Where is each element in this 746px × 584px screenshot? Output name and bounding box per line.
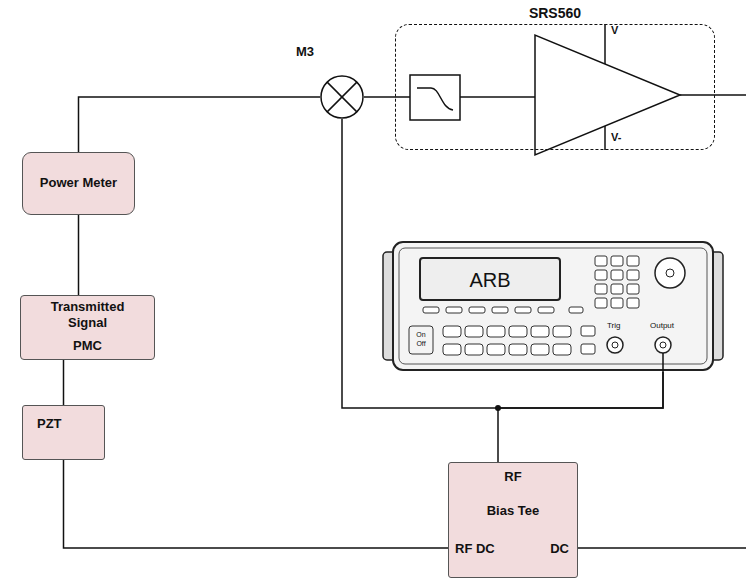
mixer-cross xyxy=(327,82,357,112)
jack-center xyxy=(660,342,666,348)
supply-wire xyxy=(604,24,606,64)
amplifier-symbol xyxy=(535,35,680,155)
trig-jack xyxy=(607,337,623,353)
wire-connector xyxy=(342,119,663,408)
filter-symbol xyxy=(410,75,460,120)
jack-label: Trig xyxy=(607,321,620,331)
box-label: PMC xyxy=(73,338,102,354)
signal-wire xyxy=(460,96,535,98)
supply-label: V- xyxy=(611,131,621,144)
amplifier-unit: SRS560 xyxy=(395,24,715,150)
wire-connector xyxy=(63,360,65,405)
filter-curve xyxy=(417,88,453,110)
wire-connector xyxy=(498,372,663,462)
screen-text: ARB xyxy=(420,268,560,293)
supply-wire xyxy=(604,126,606,150)
unit-title: SRS560 xyxy=(396,5,714,23)
mixer-label: M3 xyxy=(296,44,314,60)
wire-connector xyxy=(79,97,321,152)
bezel xyxy=(399,248,707,364)
function-keys xyxy=(443,326,595,355)
dc-wire xyxy=(578,547,746,549)
wire-connector xyxy=(364,96,395,98)
output-wire xyxy=(662,353,664,372)
mixer-symbol xyxy=(320,75,364,119)
mixer: M3 xyxy=(320,75,364,119)
knob xyxy=(655,258,685,288)
softkeys xyxy=(423,307,583,313)
function-generator xyxy=(383,242,723,372)
keypad xyxy=(595,256,639,308)
instrument-box: Power Meter xyxy=(22,152,135,215)
jack-label: Output xyxy=(650,321,674,331)
box-label: Power Meter xyxy=(40,175,117,191)
mixer-circle xyxy=(321,76,363,118)
output-jack xyxy=(655,337,671,353)
bias-tee-box: RF Bias Tee RF DC DC xyxy=(448,462,578,578)
supply-label: V xyxy=(611,24,618,37)
wire-connector xyxy=(64,460,449,548)
jack-center xyxy=(612,342,618,348)
knob-center xyxy=(666,269,674,277)
power-button xyxy=(409,326,433,354)
port-label: RF DC xyxy=(455,541,495,557)
output-wire xyxy=(680,94,746,96)
wire-connector xyxy=(78,215,80,295)
screen xyxy=(420,258,560,300)
box-label: Transmitted Signal xyxy=(38,299,138,332)
button-label: On Off xyxy=(415,330,427,348)
box-label: Bias Tee xyxy=(449,503,577,519)
port-label: RF xyxy=(449,469,577,485)
function-generator-panel: ARB Trig Output On Off xyxy=(383,240,723,372)
signal-wire xyxy=(395,96,410,98)
actuator-box: PZT xyxy=(22,405,105,460)
instrument-body xyxy=(393,242,713,370)
port-label: DC xyxy=(550,541,569,557)
box-label: PZT xyxy=(37,416,62,432)
instrument-box: Transmitted SignalPMC xyxy=(20,295,155,360)
mixer-cross xyxy=(327,82,357,112)
